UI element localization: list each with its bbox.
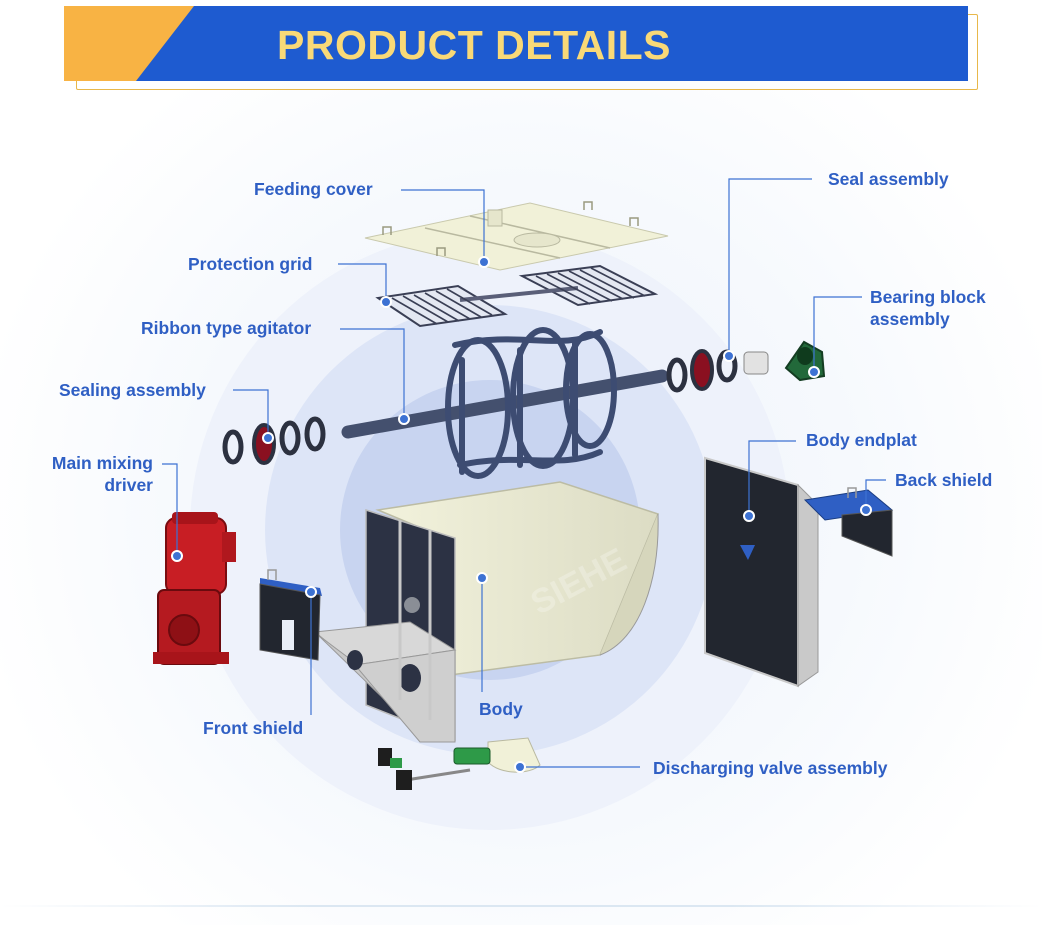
main-driver-part <box>153 512 236 665</box>
protection-grid-part <box>375 264 659 328</box>
dot-ribbon-agitator <box>398 413 410 425</box>
leader-sealing-assembly <box>233 389 269 438</box>
label-main-driver-line1: Main mixing <box>51 453 153 473</box>
dot-protection-grid <box>380 296 392 308</box>
label-ribbon-agitator: Ribbon type agitator <box>141 318 312 338</box>
label-main-driver-line2: driver <box>104 475 153 495</box>
label-body-endplat: Body endplat <box>806 430 917 450</box>
bottom-divider <box>0 905 1042 907</box>
label-body: Body <box>479 699 523 719</box>
dot-body-endplat <box>743 510 755 522</box>
leader-main-driver <box>162 463 178 556</box>
dot-main-driver <box>171 550 183 562</box>
label-bearing-block-line1: Bearing block <box>870 287 986 307</box>
leader-lines <box>162 178 886 768</box>
body-part <box>313 481 660 743</box>
seal-assembly-part <box>666 349 769 393</box>
label-discharging-valve: Discharging valve assembly <box>653 758 888 778</box>
label-sealing-assembly: Sealing assembly <box>59 380 206 400</box>
dot-bearing-block <box>808 366 820 378</box>
leader-ribbon-agitator <box>340 328 405 419</box>
leader-seal-assembly <box>728 178 812 356</box>
label-main-driver: Main mixing driver <box>30 452 153 496</box>
dot-back-shield <box>860 504 872 516</box>
back-shield-part <box>803 487 894 557</box>
dot-front-shield <box>305 586 317 598</box>
label-seal-assembly: Seal assembly <box>828 169 949 189</box>
front-shield-part <box>259 569 322 661</box>
body-endplate-part <box>704 456 819 688</box>
leader-protection-grid <box>338 263 387 302</box>
label-dots <box>171 256 872 773</box>
discharging-valve-part <box>378 737 541 790</box>
label-feeding-cover: Feeding cover <box>254 179 373 199</box>
page-title: PRODUCT DETAILS <box>277 22 671 68</box>
label-bearing-block-line2: assembly <box>870 309 950 329</box>
dot-discharging-valve <box>514 761 526 773</box>
dot-feeding-cover <box>478 256 490 268</box>
leader-body-endplat <box>748 440 796 516</box>
leader-bearing-block <box>813 296 862 372</box>
label-front-shield: Front shield <box>203 718 304 738</box>
label-bearing-block: Bearing block assembly <box>870 286 986 330</box>
feeding-cover-part <box>364 201 669 271</box>
leader-feeding-cover <box>401 189 485 262</box>
dot-seal-assembly <box>723 350 735 362</box>
leader-back-shield <box>865 479 886 510</box>
label-back-shield: Back shield <box>895 470 993 490</box>
dot-sealing-assembly <box>262 432 274 444</box>
label-protection-grid: Protection grid <box>188 254 313 274</box>
dot-body <box>476 572 488 584</box>
header-banner: PRODUCT DETAILS <box>64 6 968 81</box>
